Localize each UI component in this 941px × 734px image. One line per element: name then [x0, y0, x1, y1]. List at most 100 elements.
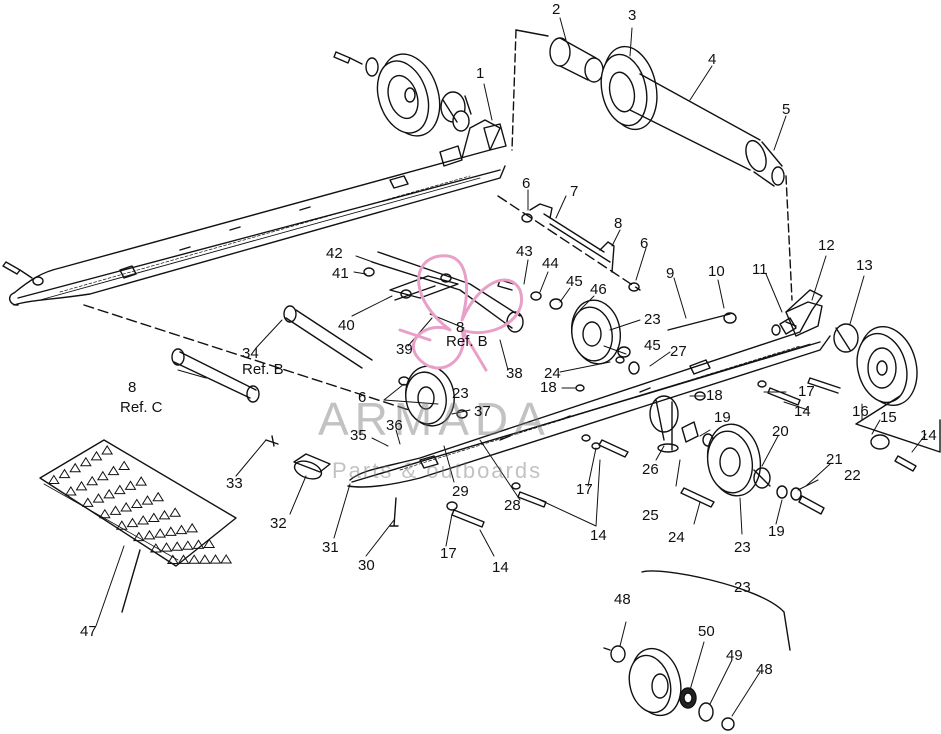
- part-label: 31: [322, 539, 339, 556]
- mat-cell: [220, 554, 233, 564]
- mat-cell: [81, 497, 94, 507]
- part-label: 23: [734, 579, 751, 596]
- mat-cell: [188, 554, 201, 564]
- part-label: 47: [80, 623, 97, 640]
- part-label: 24: [668, 529, 685, 546]
- mat-cell: [124, 480, 137, 490]
- mat-cell: [209, 554, 222, 564]
- part-label: 37: [474, 403, 491, 420]
- part-label: 43: [516, 243, 533, 260]
- part-label: 36: [386, 417, 403, 434]
- mat-cell: [79, 456, 92, 467]
- watermark-logo: [398, 254, 524, 372]
- part-label: 3: [628, 7, 637, 24]
- mat-cell: [75, 480, 88, 491]
- mat-cell: [118, 460, 131, 471]
- part-label: 8: [456, 319, 465, 336]
- mat-cell: [160, 542, 173, 552]
- mat-cell: [69, 462, 82, 473]
- mat-cell: [154, 528, 167, 538]
- center-bracket-group: [497, 195, 641, 292]
- part-label: 17: [798, 383, 815, 400]
- mat-cell: [198, 554, 211, 564]
- watermark-brand: ARMADA: [318, 393, 551, 445]
- mat-cell: [126, 517, 139, 528]
- part-label: Ref. C: [120, 399, 163, 416]
- mat-cell: [107, 465, 120, 476]
- part-label: 14: [492, 559, 509, 576]
- part-label: 6: [358, 389, 367, 406]
- part-label: 19: [714, 409, 731, 426]
- mat-cell: [171, 541, 184, 551]
- part-label: 32: [270, 515, 287, 532]
- mat-cell: [115, 520, 128, 530]
- part-label: 38: [506, 365, 523, 382]
- mat-cell: [175, 524, 188, 535]
- torque-arm-group: [83, 251, 524, 421]
- mat-cell: [166, 554, 179, 564]
- mat-cell: [120, 502, 133, 512]
- part-label: 18: [706, 387, 723, 404]
- part-label: Ref. B: [242, 361, 284, 378]
- part-label: 42: [326, 245, 343, 262]
- lower-hardware: [265, 356, 801, 528]
- mat-cell: [203, 538, 216, 548]
- mat-cell: [135, 476, 148, 486]
- center-wheel-upper: [497, 279, 631, 365]
- mat-cell: [96, 470, 109, 481]
- mat-cell: [113, 484, 126, 495]
- part-label: 45: [644, 337, 661, 354]
- part-label: 33: [226, 475, 243, 492]
- mat-cell: [101, 445, 114, 455]
- part-label: 13: [856, 257, 873, 274]
- part-label: 26: [642, 461, 659, 478]
- mat-cell: [169, 507, 182, 517]
- part-label: 8: [614, 215, 623, 232]
- part-label: 18: [540, 379, 557, 396]
- pivot-hardware: [667, 312, 797, 336]
- part-label: 39: [396, 341, 413, 358]
- part-label: 2: [552, 1, 561, 18]
- part-label: 24: [544, 365, 561, 382]
- center-wheel-lower: [398, 365, 468, 427]
- part-label: 8: [128, 379, 137, 396]
- part-label: 45: [566, 273, 583, 290]
- part-label: 34: [242, 345, 259, 362]
- part-label: 19: [768, 523, 785, 540]
- mat-cell: [149, 543, 162, 553]
- part-label: 23: [644, 311, 661, 328]
- wear-mat: [39, 439, 237, 613]
- mat-cell: [192, 539, 205, 549]
- part-label: 23: [452, 385, 469, 402]
- mat-cell: [92, 493, 105, 503]
- part-label: 25: [642, 507, 659, 524]
- mat-cell: [132, 531, 145, 542]
- part-label: 11: [752, 261, 768, 278]
- mat-cell: [181, 540, 194, 550]
- part-label: 14: [794, 403, 811, 420]
- left-rail: [2, 119, 507, 306]
- right-rear-wheel: [807, 323, 941, 472]
- part-label: 14: [590, 527, 607, 544]
- part-label: 21: [826, 451, 843, 468]
- part-label: 22: [844, 467, 861, 484]
- part-label: 30: [358, 557, 375, 574]
- part-label: 44: [542, 255, 559, 272]
- part-label: 40: [338, 317, 355, 334]
- mat-cell: [164, 526, 177, 536]
- mat-cell: [109, 505, 122, 515]
- mat-cell: [103, 488, 116, 499]
- part-label: 6: [522, 175, 531, 192]
- mat-cell: [141, 495, 154, 505]
- front-lower-wheel: [649, 395, 825, 515]
- part-label: 46: [590, 281, 607, 298]
- part-label: 10: [708, 263, 725, 280]
- part-label: 29: [452, 483, 469, 500]
- part-label: 1: [476, 65, 485, 82]
- part-label: 23: [734, 539, 751, 556]
- part-label: 16: [852, 403, 869, 420]
- mat-cell: [177, 554, 190, 564]
- mat-cell: [130, 498, 143, 509]
- mat-cell: [137, 515, 150, 525]
